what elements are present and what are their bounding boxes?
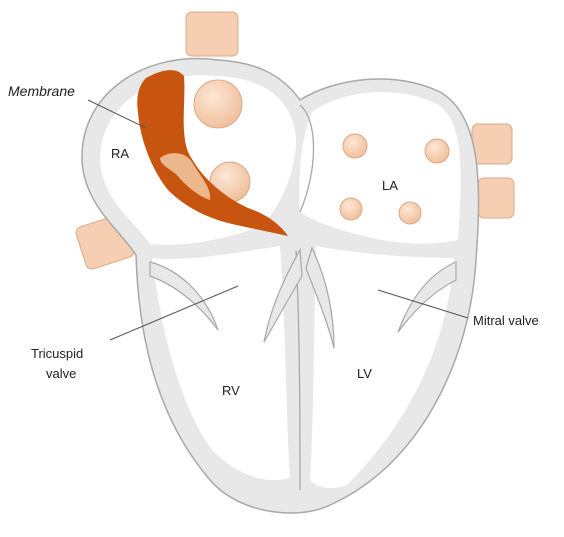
pv-opening-1 [343,134,367,158]
pv-opening-2 [425,139,449,163]
tricuspid-label-line1: Tricuspid [31,346,83,361]
rv-label: RV [222,383,240,398]
pulmonary-vein-lower [478,178,514,218]
la-label: LA [382,178,398,193]
lv-label: LV [357,366,372,381]
ra-label: RA [111,146,129,161]
superior-vena-cava [186,12,238,56]
membrane-label: Membrane [8,83,75,99]
pulmonary-vein-upper [472,124,512,164]
pv-opening-3 [340,198,362,220]
left-atrium-cavity [299,92,460,244]
mitral-label: Mitral valve [473,313,539,328]
tricuspid-label-line2: valve [46,366,76,381]
pv-opening-4 [399,202,421,224]
svc-opening [194,80,242,128]
